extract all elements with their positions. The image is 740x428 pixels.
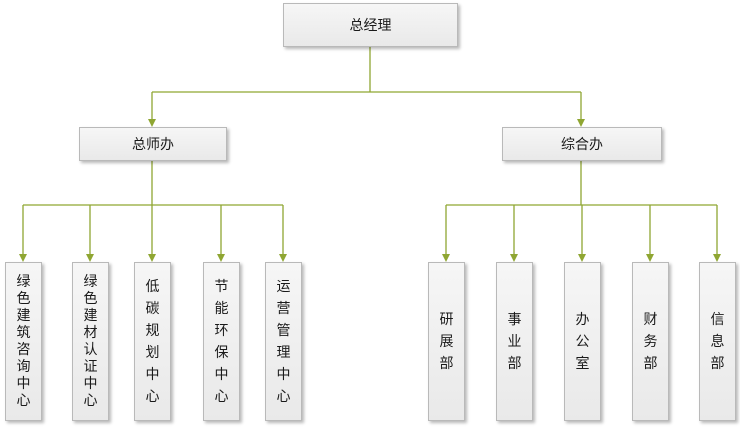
child-node-energy-saving-environmental: 节能环保中心 <box>203 262 240 421</box>
arrowhead-left-child-3 <box>217 254 225 262</box>
child-node-office: 办公室 <box>564 262 601 421</box>
child-node-low-carbon-planning: 低碳规划中心 <box>134 262 171 421</box>
child-node-operations-management: 运营管理中心 <box>265 262 302 421</box>
arrowhead-left-child-1 <box>86 254 94 262</box>
arrowhead-right-child-1 <box>510 254 518 262</box>
child-node-label: 财务部 <box>643 311 658 372</box>
child-node-label: 绿色建筑咨询中心 <box>16 273 31 409</box>
child-node-label: 运营管理中心 <box>276 278 291 405</box>
arrowhead-right-child-0 <box>442 254 450 262</box>
child-node-research-development: 研展部 <box>428 262 465 421</box>
child-node-green-material-certification: 绿色建材认证中心 <box>72 262 109 421</box>
child-node-information-department: 信息部 <box>699 262 736 421</box>
branch-node-label: 综合办 <box>561 137 603 153</box>
arrowhead-left-child-4 <box>279 254 287 262</box>
child-node-business-department: 事业部 <box>496 262 533 421</box>
arrowhead-right-child-4 <box>713 254 721 262</box>
child-node-label: 办公室 <box>575 311 590 372</box>
arrowhead-left-child-2 <box>148 254 156 262</box>
child-node-label: 节能环保中心 <box>214 278 229 405</box>
arrowhead-right-branch <box>577 119 585 127</box>
branch-node-general-office: 综合办 <box>502 127 662 161</box>
arrowhead-right-child-2 <box>578 254 586 262</box>
root-node-label: 总经理 <box>349 18 392 34</box>
branch-node-chief-engineer-office: 总师办 <box>79 127 227 161</box>
branch-node-label: 总师办 <box>132 137 174 153</box>
child-node-label: 研展部 <box>439 311 454 372</box>
child-node-label: 信息部 <box>710 311 725 372</box>
child-node-finance-department: 财务部 <box>632 262 669 421</box>
child-node-label: 绿色建材认证中心 <box>83 273 98 409</box>
arrowhead-left-branch <box>148 119 156 127</box>
root-node-general-manager: 总经理 <box>283 3 458 47</box>
arrowhead-left-child-0 <box>19 254 27 262</box>
child-node-label: 事业部 <box>507 311 522 372</box>
child-node-label: 低碳规划中心 <box>145 278 160 405</box>
child-node-green-building-consulting: 绿色建筑咨询中心 <box>5 262 42 421</box>
arrowhead-right-child-3 <box>646 254 654 262</box>
